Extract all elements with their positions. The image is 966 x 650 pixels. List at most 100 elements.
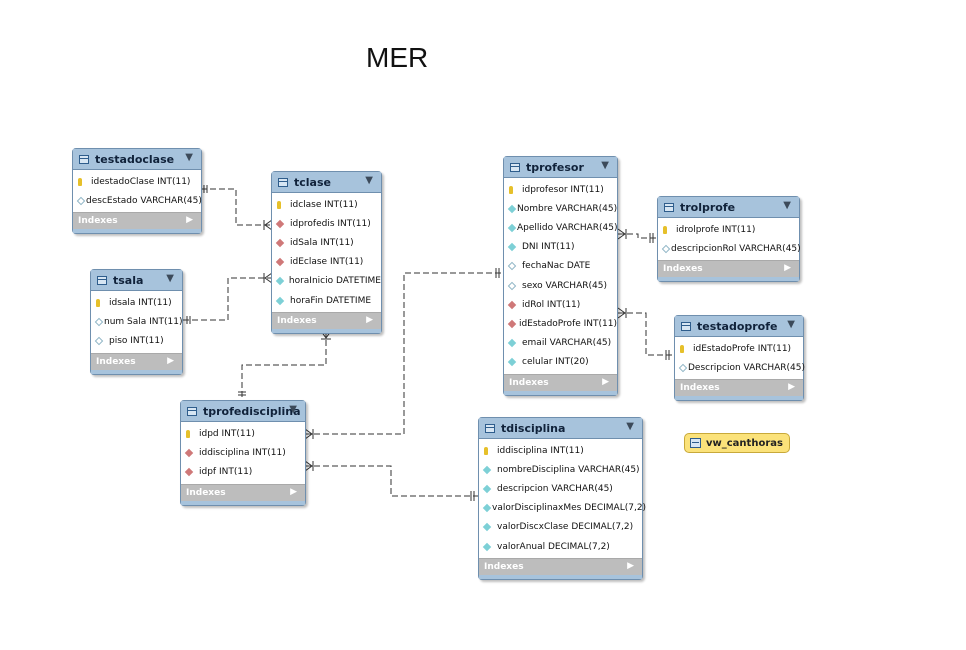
column-row[interactable]: idEclase INT(11) — [272, 253, 381, 272]
indexes-section[interactable]: Indexes▶ — [675, 379, 803, 397]
column-row[interactable]: sexo VARCHAR(45) — [504, 276, 617, 295]
indexes-label: Indexes — [78, 216, 118, 227]
foreign-key-icon — [275, 219, 285, 229]
expand-arrow-icon[interactable]: ▶ — [186, 215, 193, 226]
indexes-section[interactable]: Indexes▶ — [479, 558, 642, 576]
column-row[interactable]: celular INT(20) — [504, 353, 617, 372]
not-null-column-icon — [482, 484, 492, 494]
column-row[interactable]: descripcionRol VARCHAR(45) — [658, 239, 801, 258]
expand-arrow-icon[interactable]: ▶ — [366, 315, 373, 326]
column-row[interactable]: valorDiscxClase DECIMAL(7,2) — [479, 518, 642, 537]
relation-tclase-testadoclase — [201, 188, 272, 226]
column-row[interactable]: iddisciplina INT(11) — [181, 443, 305, 462]
table-header[interactable]: tprofedisciplina▼ — [181, 401, 305, 422]
table-header[interactable]: tsala▼ — [91, 270, 182, 291]
column-row[interactable]: idEstadoProfe INT(11) — [504, 314, 617, 333]
table-footer-bar — [91, 369, 182, 374]
column-row[interactable]: idEstadoProfe INT(11) — [675, 339, 803, 358]
column-label: idclase INT(11) — [290, 199, 358, 210]
expand-arrow-icon[interactable]: ▶ — [602, 376, 609, 387]
table-header[interactable]: testadoprofe▼ — [675, 316, 803, 337]
column-row[interactable]: piso INT(11) — [91, 331, 182, 350]
column-label: idprofesor INT(11) — [522, 184, 604, 195]
table-testadoclase[interactable]: testadoclase ▼ idestadoClase INT(11)descEs… — [72, 148, 202, 235]
column-row[interactable]: idrolprofe INT(11) — [658, 220, 799, 239]
indexes-section[interactable]: Indexes▶ — [272, 312, 381, 330]
collapse-arrow-icon[interactable]: ▼ — [365, 175, 373, 186]
column-row[interactable]: Descripcion VARCHAR(45) — [675, 358, 805, 377]
column-row[interactable]: Nombre VARCHAR(45) — [504, 199, 617, 218]
column-label: iddisciplina INT(11) — [199, 447, 286, 458]
expand-arrow-icon[interactable]: ▶ — [627, 561, 634, 572]
column-label: fechaNac DATE — [522, 261, 591, 272]
column-list: idprofesor INT(11) Nombre VARCHAR(45)Apel… — [504, 178, 617, 374]
table-header[interactable]: trolprofe▼ — [658, 197, 799, 218]
table-icon — [664, 202, 674, 212]
indexes-section[interactable]: Indexes ▶ — [73, 212, 201, 230]
column-row[interactable]: idestadoClase INT(11) — [73, 172, 201, 191]
marker-one-tsala — [186, 316, 191, 324]
expand-arrow-icon[interactable]: ▶ — [167, 355, 174, 366]
column-row[interactable]: idprofesor INT(11) — [504, 180, 617, 199]
table-tclase[interactable]: tclase▼ idclase INT(11) idprofedis INT(11)… — [271, 171, 382, 335]
column-row[interactable]: idsala INT(11) — [91, 293, 182, 312]
column-row[interactable]: idpd INT(11) — [181, 424, 305, 443]
collapse-arrow-icon[interactable]: ▼ — [289, 404, 297, 415]
view-vw-canthoras[interactable]: vw_canthoras — [684, 433, 790, 453]
relation-tprofedisciplina-tdisciplina — [305, 465, 478, 497]
collapse-arrow-icon[interactable]: ▼ — [783, 200, 791, 211]
table-icon — [79, 154, 89, 164]
column-row[interactable]: idRol INT(11) — [504, 295, 617, 314]
primary-key-icon — [509, 185, 513, 194]
column-row[interactable]: idprofedis INT(11) — [272, 214, 381, 233]
table-name: testadoclase — [95, 152, 175, 166]
collapse-arrow-icon[interactable]: ▼ — [185, 152, 193, 163]
table-footer-bar — [272, 329, 381, 334]
indexes-section[interactable]: Indexes▶ — [658, 260, 799, 278]
column-row[interactable]: idclase INT(11) — [272, 195, 381, 214]
column-row[interactable]: nombreDisciplina VARCHAR(45) — [479, 460, 642, 479]
collapse-arrow-icon[interactable]: ▼ — [601, 160, 609, 171]
marker-one-testadoclase — [203, 185, 208, 193]
table-testadoprofe[interactable]: testadoprofe▼ idEstadoProfe INT(11)Descri… — [674, 315, 805, 402]
column-row[interactable]: email VARCHAR(45) — [504, 334, 617, 353]
table-header[interactable]: testadoclase ▼ — [73, 149, 201, 170]
column-row[interactable]: Apellido VARCHAR(45) — [504, 218, 617, 237]
expand-arrow-icon[interactable]: ▶ — [784, 263, 791, 274]
column-row[interactable]: fechaNac DATE — [504, 257, 617, 276]
column-row[interactable]: horaInicio DATETIME — [272, 272, 381, 291]
table-tdisciplina[interactable]: tdisciplina▼ iddisciplina INT(11)nombreDi… — [478, 417, 646, 581]
table-tprofesor[interactable]: tprofesor▼ idprofesor INT(11) Nombre VARCH… — [503, 156, 618, 396]
table-header[interactable]: tprofesor▼ — [504, 157, 617, 178]
indexes-section[interactable]: Indexes▶ — [504, 373, 617, 391]
marker-one-testadoprofe — [665, 350, 670, 360]
indexes-section[interactable]: Indexes▶ — [91, 352, 182, 370]
column-row[interactable]: descripcion VARCHAR(45) — [479, 479, 642, 498]
primary-key-icon — [186, 429, 190, 438]
column-row[interactable]: valorAnual DECIMAL(7,2) — [479, 537, 642, 556]
column-row[interactable]: idpf INT(11) — [181, 462, 305, 481]
collapse-arrow-icon[interactable]: ▼ — [166, 273, 174, 284]
column-label: valorDiscxClase DECIMAL(7,2) — [497, 522, 634, 533]
table-trolprofe[interactable]: trolprofe▼ idrolprofe INT(11)descripcionR… — [657, 196, 801, 283]
column-row[interactable]: horaFin DATETIME — [272, 291, 381, 310]
table-icon — [510, 162, 520, 172]
column-row[interactable]: idSala INT(11) — [272, 233, 381, 252]
collapse-arrow-icon[interactable]: ▼ — [787, 319, 795, 330]
indexes-section[interactable]: Indexes▶ — [181, 483, 305, 501]
expand-arrow-icon[interactable]: ▶ — [290, 486, 297, 497]
expand-arrow-icon[interactable]: ▶ — [788, 382, 795, 393]
column-row[interactable]: valorDisciplinaxMes DECIMAL(7,2) — [479, 499, 646, 518]
table-header[interactable]: tclase▼ — [272, 172, 381, 193]
table-tprofedisciplina[interactable]: tprofedisciplina▼ idpd INT(11) iddisciplin… — [180, 400, 306, 506]
table-tsala[interactable]: tsala▼ idsala INT(11)num Sala INT(11)piso… — [90, 269, 183, 375]
column-label: valorDisciplinaxMes DECIMAL(7,2) — [492, 503, 647, 514]
column-row[interactable]: descEstado VARCHAR(45) — [73, 191, 202, 210]
collapse-arrow-icon[interactable]: ▼ — [626, 421, 634, 432]
column-row[interactable]: DNI INT(11) — [504, 238, 617, 257]
table-header[interactable]: tdisciplina▼ — [479, 418, 642, 439]
column-row[interactable]: num Sala INT(11) — [91, 312, 183, 331]
column-label: sexo VARCHAR(45) — [522, 280, 607, 291]
column-row[interactable]: iddisciplina INT(11) — [479, 441, 642, 460]
